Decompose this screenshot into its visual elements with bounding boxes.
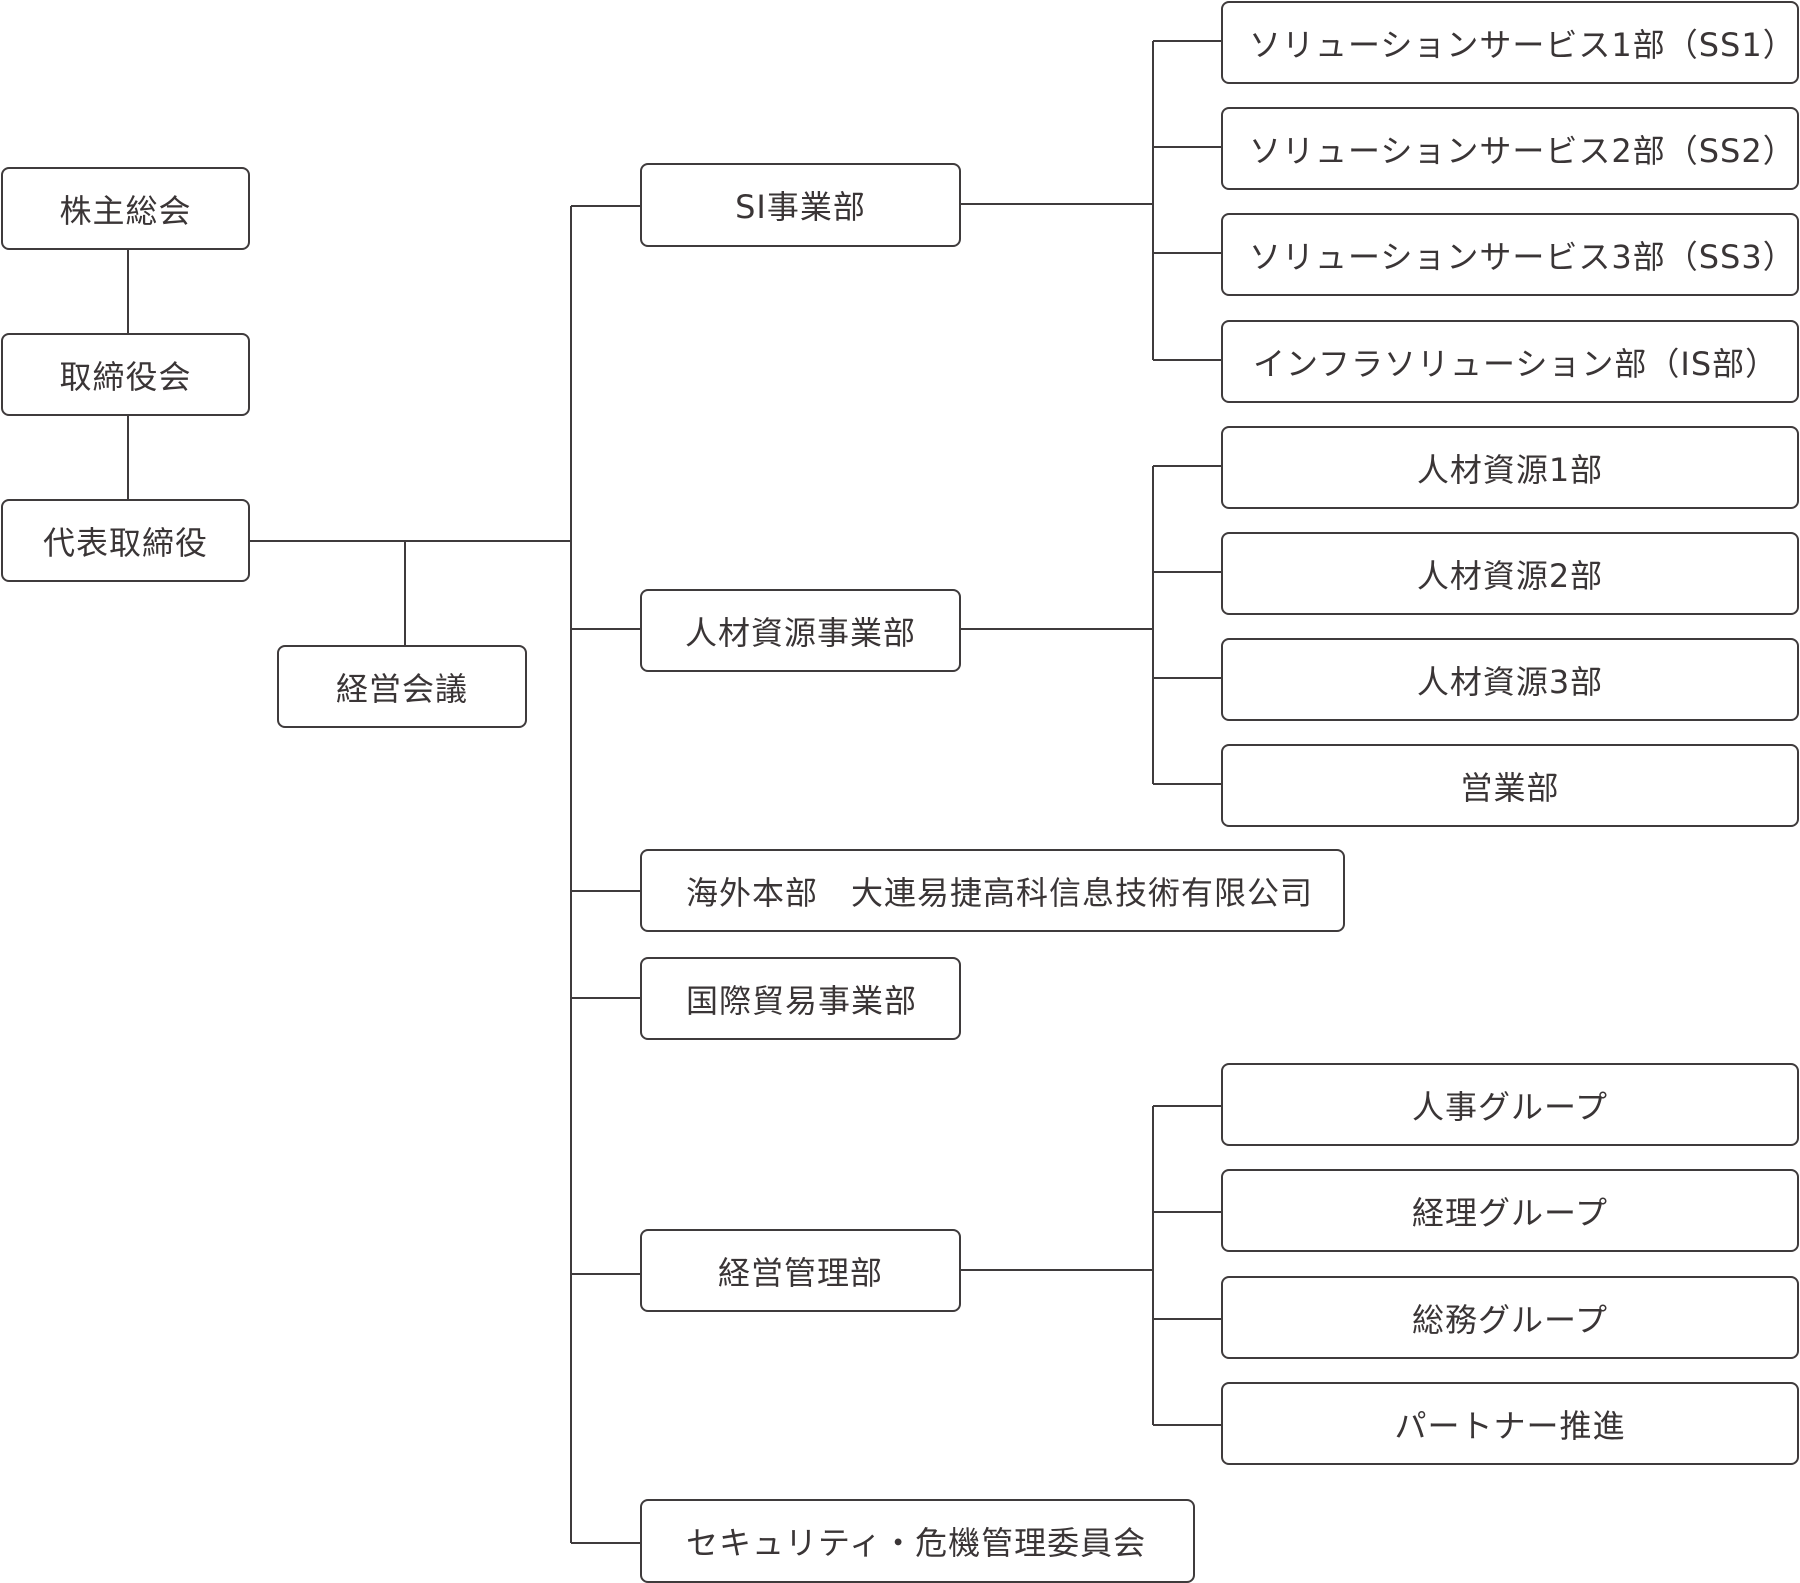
node-ceo: 代表取締役 (1, 499, 250, 582)
node-hr-division: 人材資源事業部 (640, 589, 961, 672)
node-personnel-group: 人事グループ (1221, 1063, 1799, 1146)
node-label: 人事グループ (1411, 1087, 1609, 1126)
node-label: 取締役会 (59, 357, 192, 396)
node-sales: 営業部 (1221, 744, 1799, 827)
node-label: 代表取締役 (42, 523, 208, 562)
node-label: 人材資源1部 (1416, 450, 1604, 489)
node-label: 経営管理部 (717, 1253, 883, 1292)
node-security-committee: セキュリティ・危機管理委員会 (640, 1499, 1195, 1583)
node-ss2: ソリューションサービス2部（SS2） (1221, 107, 1799, 190)
node-board: 取締役会 (1, 333, 250, 416)
node-label: ソリューションサービス3部（SS3） (1249, 237, 1796, 276)
node-hr3: 人材資源3部 (1221, 638, 1799, 721)
node-management-meeting: 経営会議 (277, 645, 527, 728)
node-si-division: SI事業部 (640, 163, 961, 247)
node-hr1: 人材資源1部 (1221, 426, 1799, 509)
node-label: 海外本部 大連易捷高科信息技術有限公司 (686, 873, 1314, 912)
node-label: 株主総会 (59, 191, 192, 230)
node-trade: 国際貿易事業部 (640, 957, 961, 1040)
node-hr2: 人材資源2部 (1221, 532, 1799, 615)
node-admin: 経営管理部 (640, 1229, 961, 1312)
node-ss3: ソリューションサービス3部（SS3） (1221, 213, 1799, 296)
node-partner: パートナー推進 (1221, 1382, 1799, 1465)
node-label: ソリューションサービス1部（SS1） (1249, 25, 1796, 64)
node-label: 経営会議 (335, 669, 468, 708)
node-accounting-group: 経理グループ (1221, 1169, 1799, 1252)
node-label: 国際貿易事業部 (686, 981, 918, 1020)
node-label: インフラソリューション部（IS部） (1253, 344, 1779, 383)
node-label: セキュリティ・危機管理委員会 (686, 1524, 1147, 1562)
node-label: 人材資源事業部 (684, 613, 916, 652)
node-label: 人材資源2部 (1416, 556, 1604, 595)
node-general-affairs-group: 総務グループ (1221, 1276, 1799, 1359)
node-shareholders: 株主総会 (1, 167, 250, 250)
node-label: 営業部 (1460, 768, 1560, 807)
node-ss1: ソリューションサービス1部（SS1） (1221, 1, 1799, 84)
node-label: SI事業部 (735, 188, 866, 226)
node-label: ソリューションサービス2部（SS2） (1249, 131, 1796, 170)
node-label: 経理グループ (1411, 1193, 1609, 1232)
node-is-dept: インフラソリューション部（IS部） (1221, 320, 1799, 403)
node-label: 総務グループ (1411, 1300, 1609, 1339)
node-label: 人材資源3部 (1416, 662, 1604, 701)
node-overseas: 海外本部 大連易捷高科信息技術有限公司 (640, 849, 1345, 932)
node-label: パートナー推進 (1394, 1406, 1626, 1445)
